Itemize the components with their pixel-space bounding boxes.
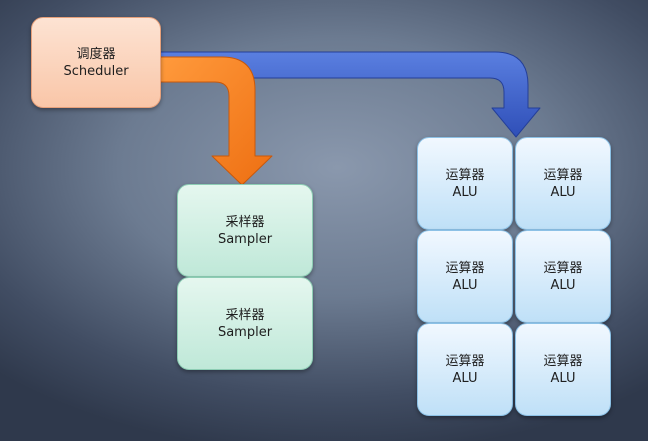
alu-label-en: ALU [550, 277, 576, 293]
alu-label-cn: 运算器 [445, 260, 485, 276]
scheduler-box: 调度器 Scheduler [31, 17, 161, 108]
alu-box: 运算器 ALU [417, 230, 513, 323]
alu-box: 运算器 ALU [515, 230, 611, 323]
arrow-to-sampler [159, 56, 273, 186]
alu-label-cn: 运算器 [543, 167, 583, 183]
scheduler-label-cn: 调度器 [76, 46, 116, 62]
alu-label-en: ALU [550, 184, 576, 200]
alu-box: 运算器 ALU [417, 137, 513, 230]
arrow-to-alu [159, 51, 541, 138]
sampler-label-cn: 采样器 [225, 307, 265, 323]
sampler-label-en: Sampler [217, 324, 273, 340]
alu-box: 运算器 ALU [417, 323, 513, 416]
alu-label-cn: 运算器 [543, 353, 583, 369]
sampler-box: 采样器 Sampler [177, 277, 313, 370]
sampler-box: 采样器 Sampler [177, 184, 313, 277]
alu-box: 运算器 ALU [515, 323, 611, 416]
alu-box: 运算器 ALU [515, 137, 611, 230]
scheduler-label-en: Scheduler [63, 63, 129, 79]
alu-label-en: ALU [550, 370, 576, 386]
alu-label-cn: 运算器 [543, 260, 583, 276]
alu-label-cn: 运算器 [445, 353, 485, 369]
alu-label-en: ALU [452, 277, 478, 293]
alu-label-en: ALU [452, 184, 478, 200]
sampler-label-en: Sampler [217, 231, 273, 247]
sampler-label-cn: 采样器 [225, 214, 265, 230]
alu-label-cn: 运算器 [445, 167, 485, 183]
alu-label-en: ALU [452, 370, 478, 386]
